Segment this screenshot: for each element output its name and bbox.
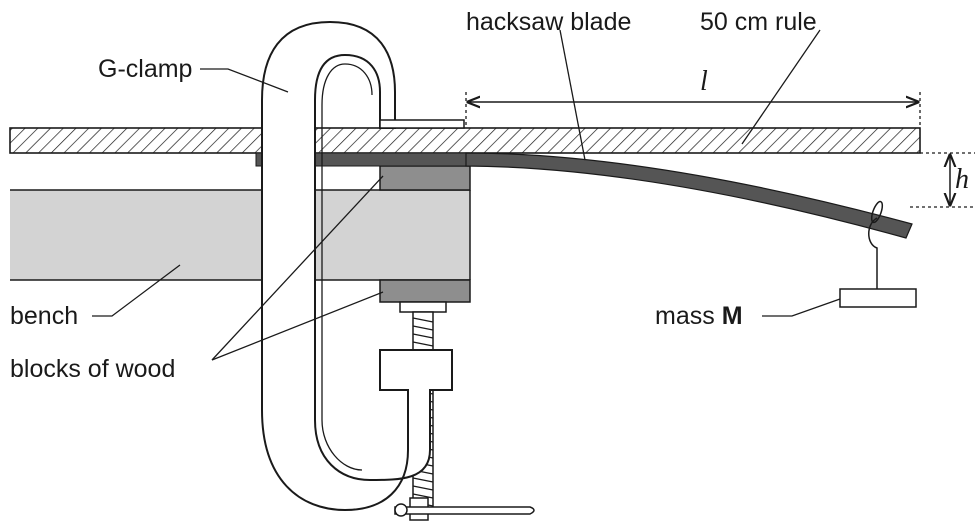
hacksaw-blade [465,152,913,239]
metre-rule [9,127,921,154]
mass-symbol: M [722,302,743,330]
height-symbol: h [955,164,969,195]
lower-wood-block [379,279,471,303]
mass-label: mass M [655,302,743,330]
mass-hanger [868,200,884,289]
hacksaw-blade-label: hacksaw blade [466,8,631,36]
mass-prefix: mass [655,302,715,330]
g-clamp-label: G-clamp [98,55,192,83]
mass-block [839,288,917,308]
length-symbol: l [700,66,708,97]
rule-label: 50 cm rule [700,8,817,36]
upper-wood-block [379,165,471,191]
bench [10,190,470,280]
blocks-of-wood-label: blocks of wood [10,355,175,383]
g-clamp [261,20,535,521]
bench-label: bench [10,302,78,330]
